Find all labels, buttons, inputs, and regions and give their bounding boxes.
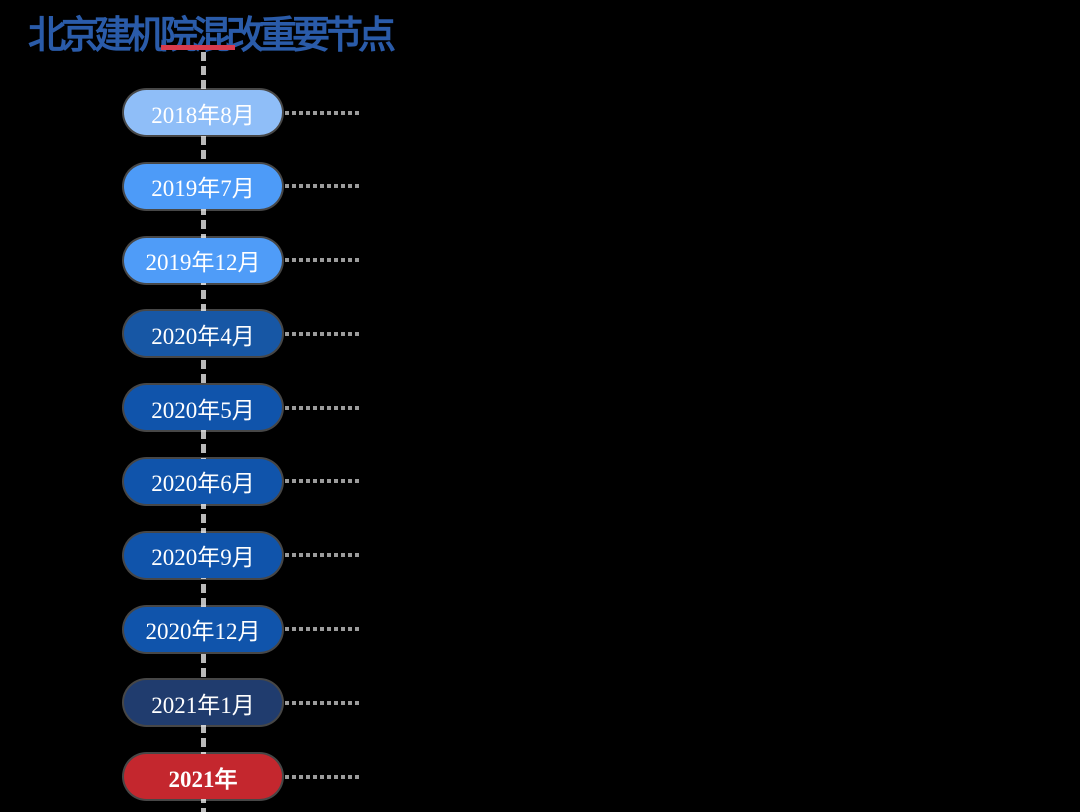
timeline-pill: 2021年1月 xyxy=(124,680,282,726)
timeline-spine-dashed-line xyxy=(201,52,206,812)
timeline-row: 2021年1月 xyxy=(124,680,359,726)
dash-connector xyxy=(285,110,359,115)
timeline-row: 2019年12月 xyxy=(124,237,359,283)
dash-connector xyxy=(285,627,359,632)
timeline-row: 2020年4月 xyxy=(124,311,359,357)
timeline-pill: 2019年12月 xyxy=(124,237,282,283)
timeline-pill: 2018年8月 xyxy=(124,90,282,135)
page-title: 北京建机院混改重要节点 xyxy=(28,15,396,57)
dash-connector xyxy=(285,331,359,336)
timeline-row: 2021年 xyxy=(124,754,359,800)
dash-connector xyxy=(285,700,359,705)
timeline-row: 2020年9月 xyxy=(124,532,359,578)
timeline-pill: 2020年6月 xyxy=(124,458,282,504)
timeline-pill: 2020年5月 xyxy=(124,385,282,431)
timeline-pill: 2020年12月 xyxy=(124,606,282,652)
timeline-pill: 2020年4月 xyxy=(124,311,282,357)
timeline-row: 2018年8月 xyxy=(124,90,359,135)
timeline: 2018年8月 2019年7月 2019年12月 2020年4月 2020年5月 2020… xyxy=(124,90,359,800)
dash-connector xyxy=(285,258,359,263)
dash-connector xyxy=(285,553,359,558)
dash-connector xyxy=(285,479,359,484)
dash-connector xyxy=(285,774,359,779)
timeline-row: 2019年7月 xyxy=(124,163,359,209)
timeline-row: 2020年12月 xyxy=(124,606,359,652)
timeline-pill: 2021年 xyxy=(124,754,282,800)
dash-connector xyxy=(285,405,359,410)
dash-connector xyxy=(285,184,359,189)
timeline-pill: 2020年9月 xyxy=(124,532,282,578)
timeline-row: 2020年5月 xyxy=(124,385,359,431)
timeline-pill: 2019年7月 xyxy=(124,163,282,209)
title-underline xyxy=(161,45,235,50)
timeline-row: 2020年6月 xyxy=(124,458,359,504)
